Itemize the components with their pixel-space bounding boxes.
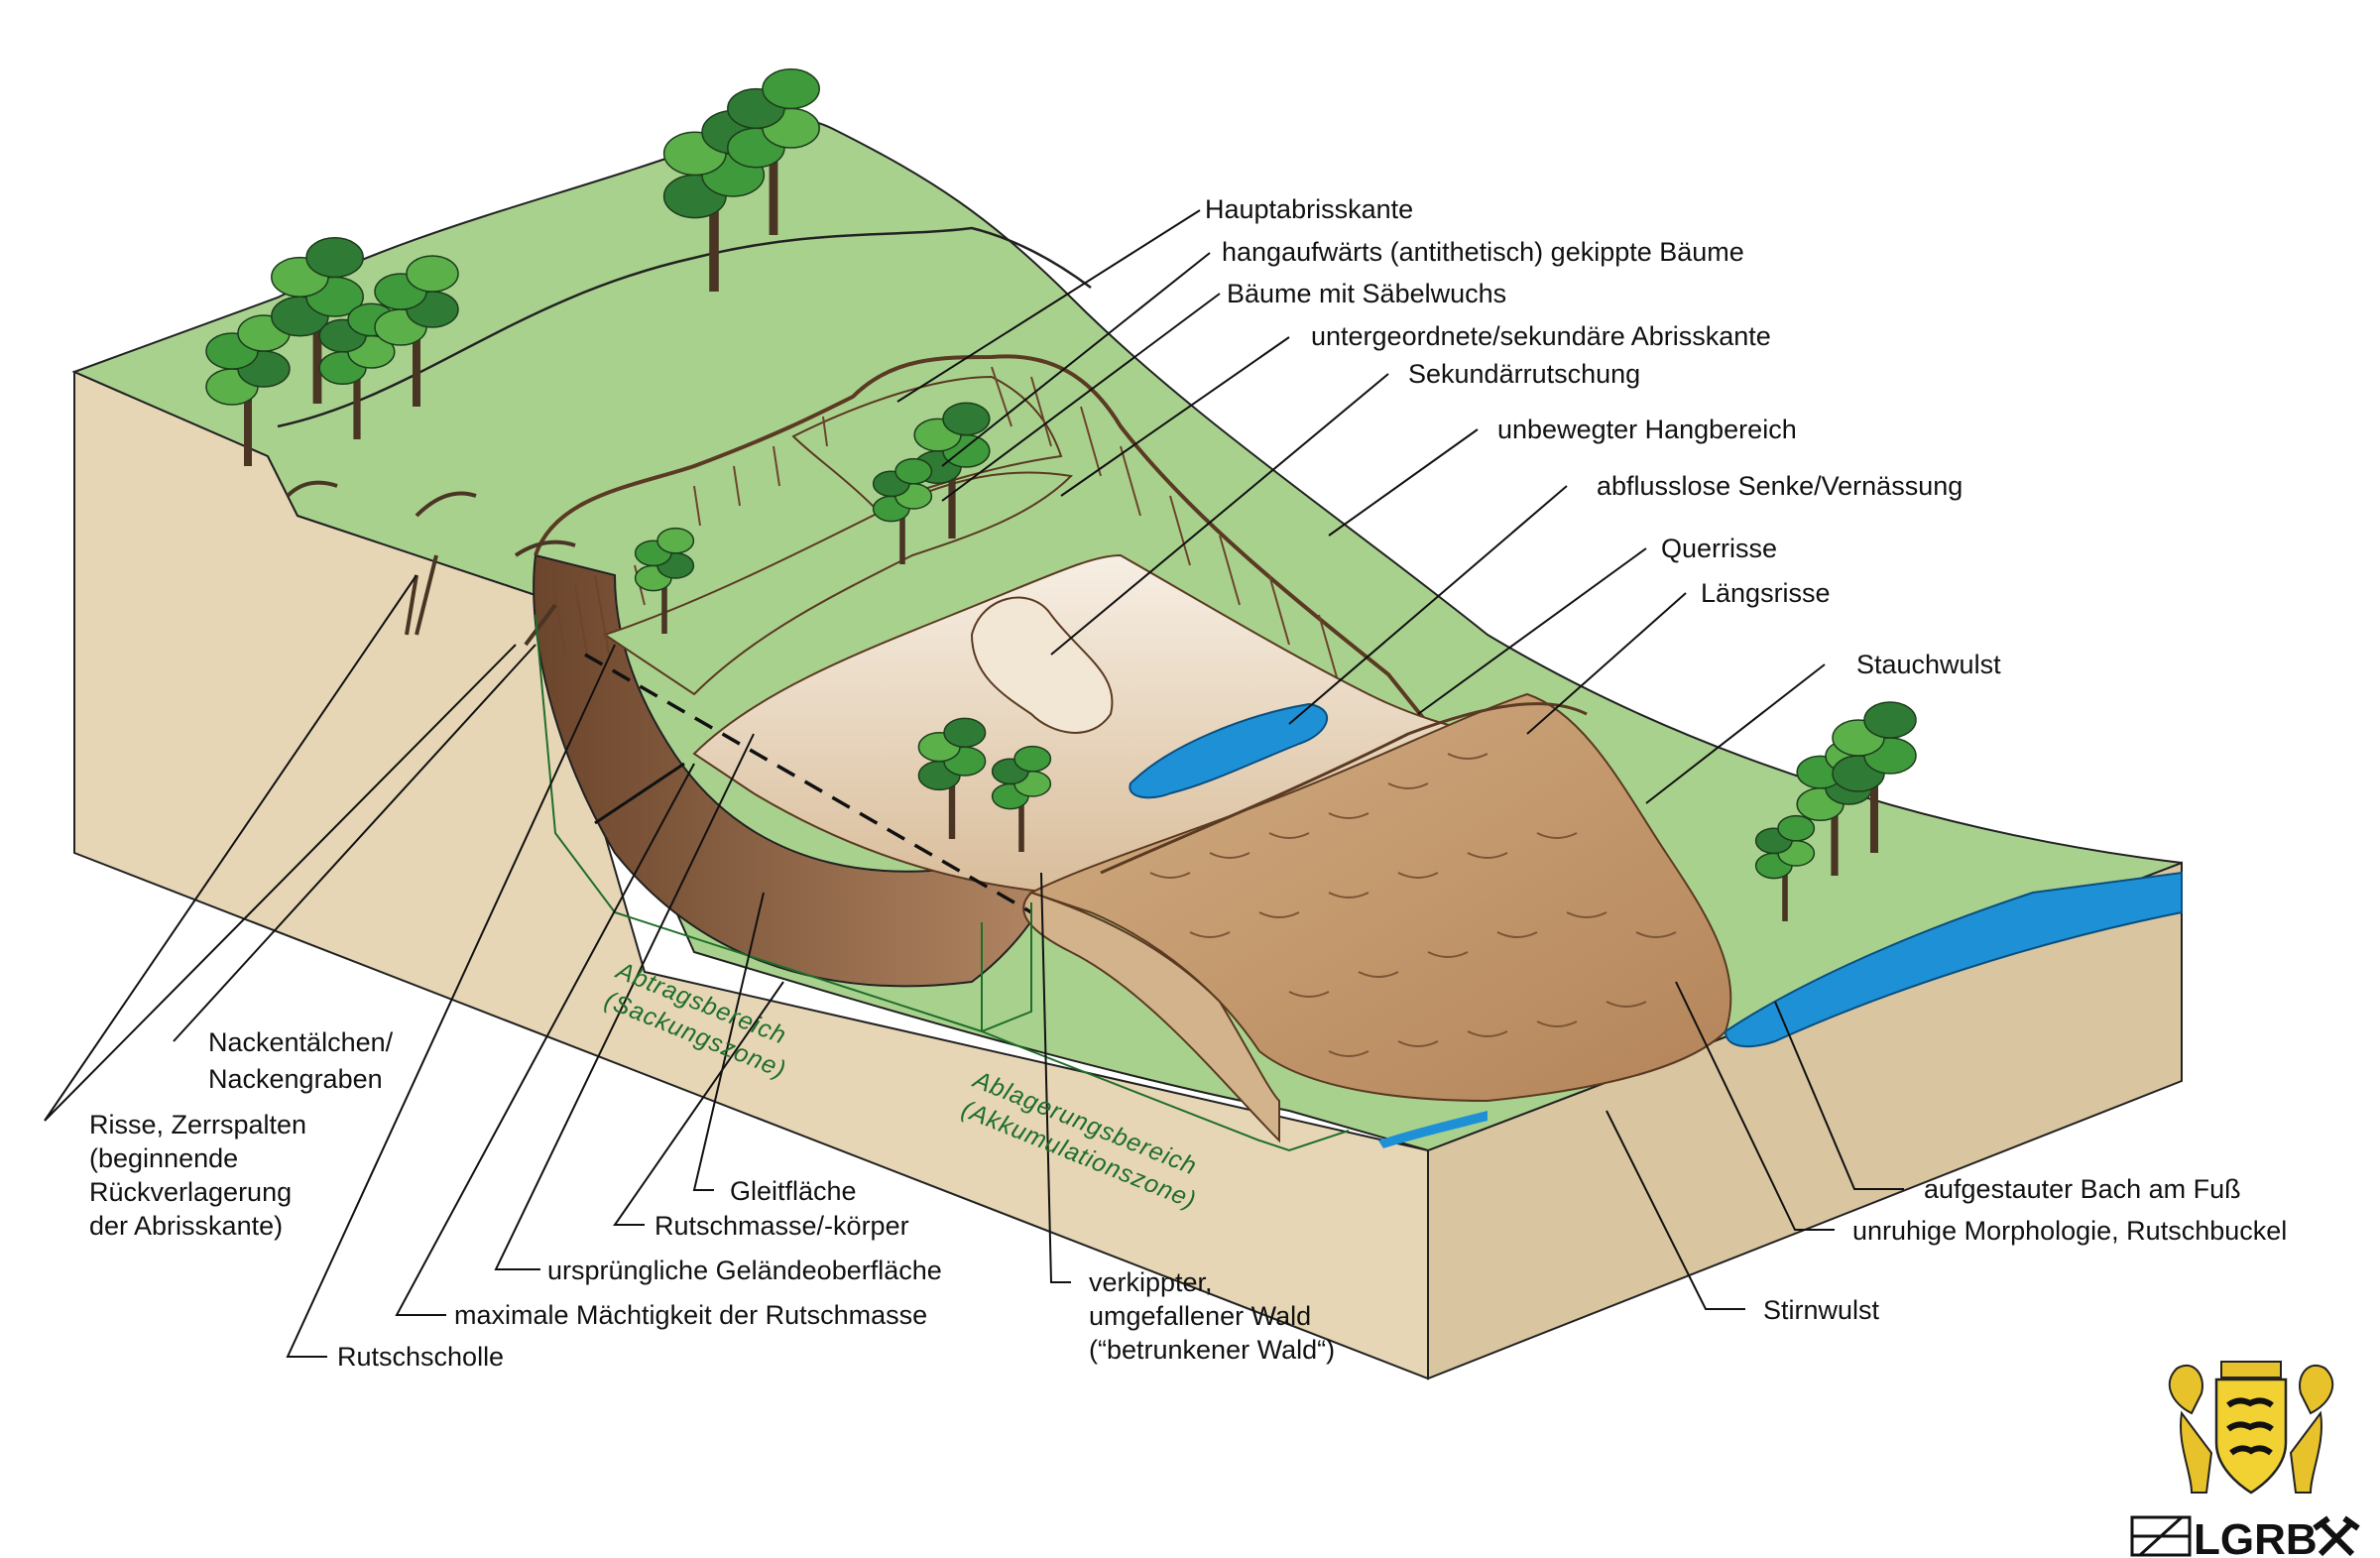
label-gelaende: ursprüngliche Geländeoberfläche [547,1256,942,1285]
tension-cracks [286,480,576,647]
hammer-pick-icon [2313,1515,2360,1557]
stauchwulst-ridge [1100,702,1588,875]
slide-mass-texture [1149,753,1677,1057]
label-maechtigkeit: maximale Mächtigkeit der Rutschmasse [454,1300,927,1330]
leader-sekundaerrutschung [1050,373,1389,656]
tree-icon [1832,701,1917,853]
leader-senke [1288,485,1568,725]
label-senke: abflusslose Senke/Vernässung [1597,471,1963,501]
tree-icon [271,237,364,404]
leader-rutschscholle [286,644,616,1358]
label-bach: aufgestauter Bach am Fuß [1924,1174,2241,1204]
zone-ablagerung-outline [981,922,1350,1152]
label-risse: Risse, Zerrspalten (beginnende Rückverla… [89,1110,314,1241]
labels-bottom-right: aufgestauter Bach am Fuß unruhige Morpho… [1763,1174,2287,1325]
leader-gelaende [494,733,755,1270]
leader-saebelwuchs [941,293,1221,502]
main-scarp-wall [533,553,1053,988]
leader-hauptabrisskante [896,209,1201,403]
label-nackentaelchen: Nackentälchen/ Nackengraben [208,1027,401,1094]
tree-icon [991,745,1052,852]
label-stauchwulst: Stauchwulst [1856,650,2001,679]
secondary-slide [970,596,1114,734]
label-hauptabrisskante: Hauptabrisskante [1205,194,1413,224]
leader-gleitflaeche [692,892,765,1191]
zone-outlines [535,614,1350,1152]
labels-bottom-left: Nackentälchen/ Nackengraben Risse, Zerrs… [89,1027,1335,1372]
tree-icon [872,457,933,564]
headscarp-rim [534,354,1430,726]
label-sekundaerrutschung: Sekundärrutschung [1408,359,1640,389]
labels-right: Hauptabrisskante hangaufwärts (antitheti… [1205,194,2001,679]
leader-stauchwulst [1645,663,1826,804]
label-rutschscholle: Rutschscholle [337,1342,504,1372]
label-stirnwulst: Stirnwulst [1763,1295,1880,1325]
leader-wald [1040,872,1071,1283]
label-sekundaere-abrisskante: untergeordnete/sekundäre Abrisskante [1311,321,1771,351]
lgrb-logo: LGRB [2130,1361,2360,1558]
ridge-line [277,226,1092,428]
stream [1724,871,2183,1048]
tree-icon [374,255,459,407]
leader-maechtigkeit [395,763,695,1316]
original-surface-line [584,653,1032,914]
leader-rutschbuckel [1675,981,1835,1231]
stream-outflow [1378,1111,1488,1148]
leader-rutschmasse [613,981,784,1226]
trees [205,68,1917,921]
coat-of-arms-icon [2168,1361,2334,1495]
leader-gekippte-baeume [941,252,1211,467]
slide-mass [1028,692,1732,1103]
pond [1129,702,1329,799]
label-saebelwuchs: Bäume mit Säbelwuchs [1227,279,1506,308]
tree-icon [634,527,695,634]
label-gleitflaeche: Gleitfläche [730,1176,857,1206]
logo-text: LGRB [2194,1515,2318,1558]
slide-mass-front [1022,891,1280,1143]
label-wald: verkippter, umgefallener Wald (“betrunke… [1089,1267,1335,1365]
tree-icon [318,302,396,439]
leader-unbewegter-hang [1328,428,1479,537]
tree-icon [917,717,987,839]
label-unbewegter-hang: unbewegter Hangbereich [1497,415,1797,444]
label-rutschbuckel: unruhige Morphologie, Rutschbuckel [1852,1216,2287,1246]
zone-abtrag-outline [535,614,1032,1033]
label-gekippte-baeume: hangaufwärts (antithetisch) gekippte Bäu… [1222,237,1744,267]
leader-risse-2 [44,644,517,1122]
leader-risse-1 [44,574,417,1122]
leader-sekundaere-abrisskante [1060,336,1290,497]
tree-icon [1754,814,1816,921]
label-rutschmasse: Rutschmasse/-körper [654,1211,909,1241]
leader-querrisse [1417,547,1647,715]
label-querrisse: Querrisse [1661,534,1777,563]
tree-icon [727,68,820,235]
leader-nackentaelchen [173,644,536,1042]
tree-icon [205,314,291,466]
leader-laengsrisse [1526,592,1687,735]
leader-stirnwulst [1606,1110,1745,1310]
leader-lines [44,209,1904,1358]
label-laengsrisse: Längsrisse [1701,578,1831,608]
thickness-arrow [594,762,685,825]
leader-bach [1774,1001,1904,1190]
